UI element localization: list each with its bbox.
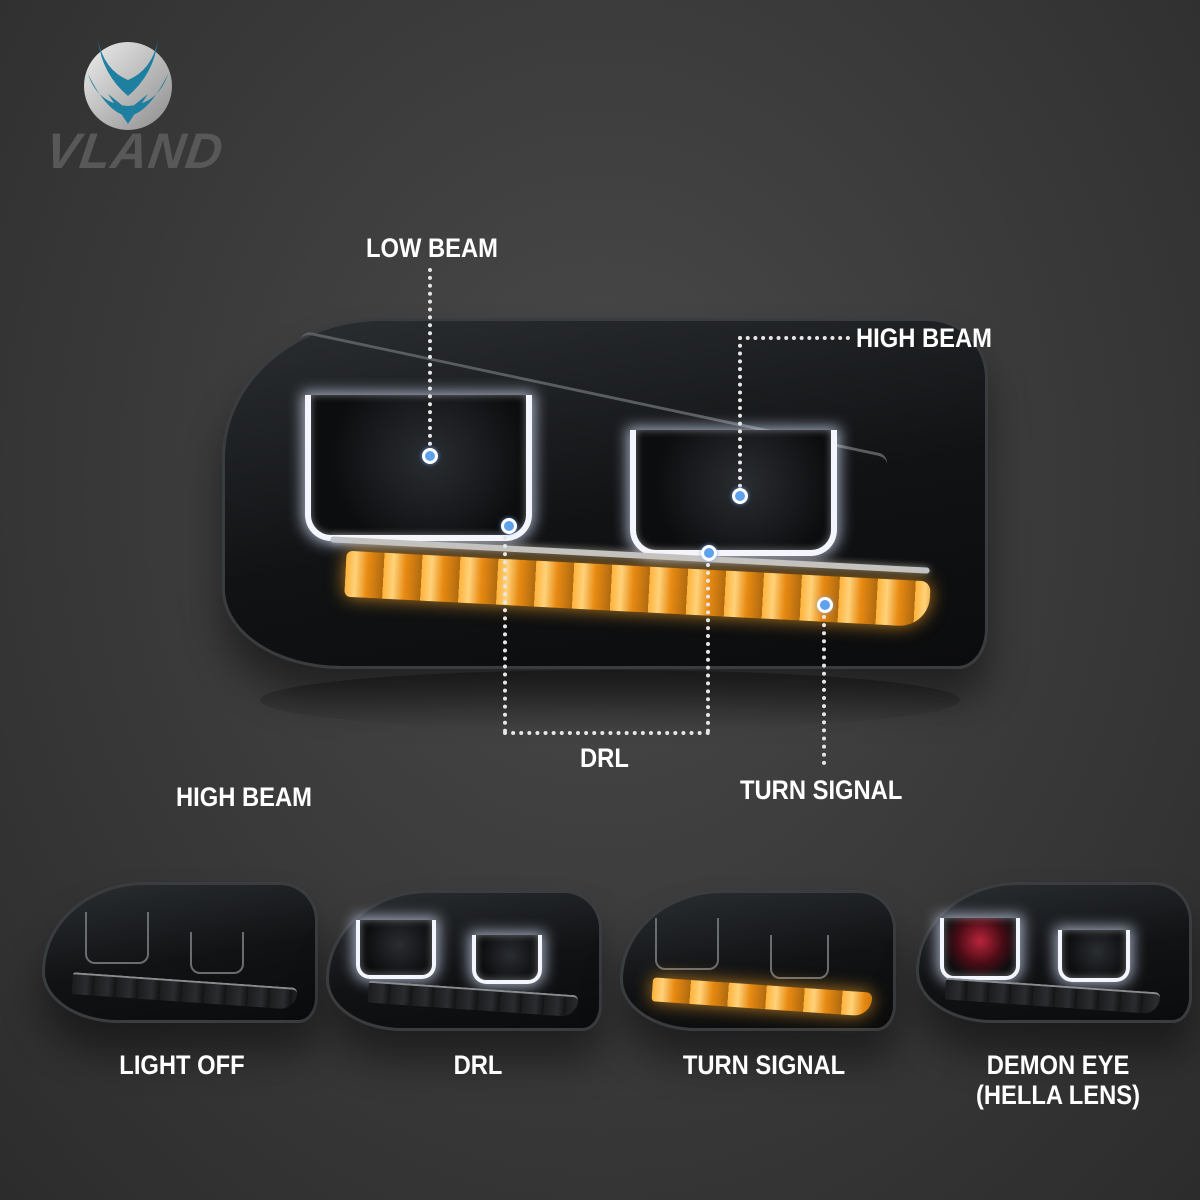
drl-leader-bottom	[503, 731, 710, 735]
turn-signal-leader	[822, 615, 826, 765]
low-beam-pin	[422, 448, 438, 464]
thumb-drl-ring	[356, 920, 436, 979]
drl-pin-right	[701, 545, 717, 561]
mode-label-light-off: LIGHT OFF	[119, 1050, 245, 1080]
brand-wordmark: VLAND	[42, 123, 228, 179]
drl-pin-left	[501, 518, 517, 534]
brand-logo	[78, 34, 178, 134]
high-beam-label: HIGH BEAM	[856, 323, 992, 353]
high-beam-pin	[732, 488, 748, 504]
high-beam-leader-h	[738, 336, 850, 340]
turn-signal-pin	[817, 597, 833, 613]
low-beam-label: LOW BEAM	[366, 233, 498, 263]
vland-wings-logo-icon	[84, 40, 172, 130]
low-beam-leader	[428, 268, 432, 446]
side-high-beam-label: HIGH BEAM	[176, 782, 312, 812]
headlight-reflection	[260, 670, 960, 730]
thumb-drl-ring	[1058, 930, 1130, 982]
thumb-projector	[770, 935, 829, 979]
mode-label-drl: DRL	[453, 1050, 503, 1080]
thumb-projector	[190, 932, 244, 974]
thumb-projector	[655, 918, 719, 970]
thumb-drl-ring	[472, 935, 542, 984]
high-beam-leader-v	[738, 336, 742, 488]
mode-label-demon-eye: DEMON EYE	[986, 1050, 1130, 1080]
thumb-demon-ring	[940, 918, 1020, 980]
mode-label-turn-signal: TURN SIGNAL	[682, 1050, 846, 1080]
drl-leader-right	[706, 563, 710, 733]
drl-label: DRL	[580, 743, 629, 773]
mode-label-hella-lens: (HELLA LENS)	[975, 1080, 1141, 1110]
turn-signal-label: TURN SIGNAL	[740, 775, 903, 805]
drl-leader-left	[503, 536, 507, 733]
low-beam-projector	[305, 395, 532, 541]
thumb-projector	[85, 912, 149, 964]
